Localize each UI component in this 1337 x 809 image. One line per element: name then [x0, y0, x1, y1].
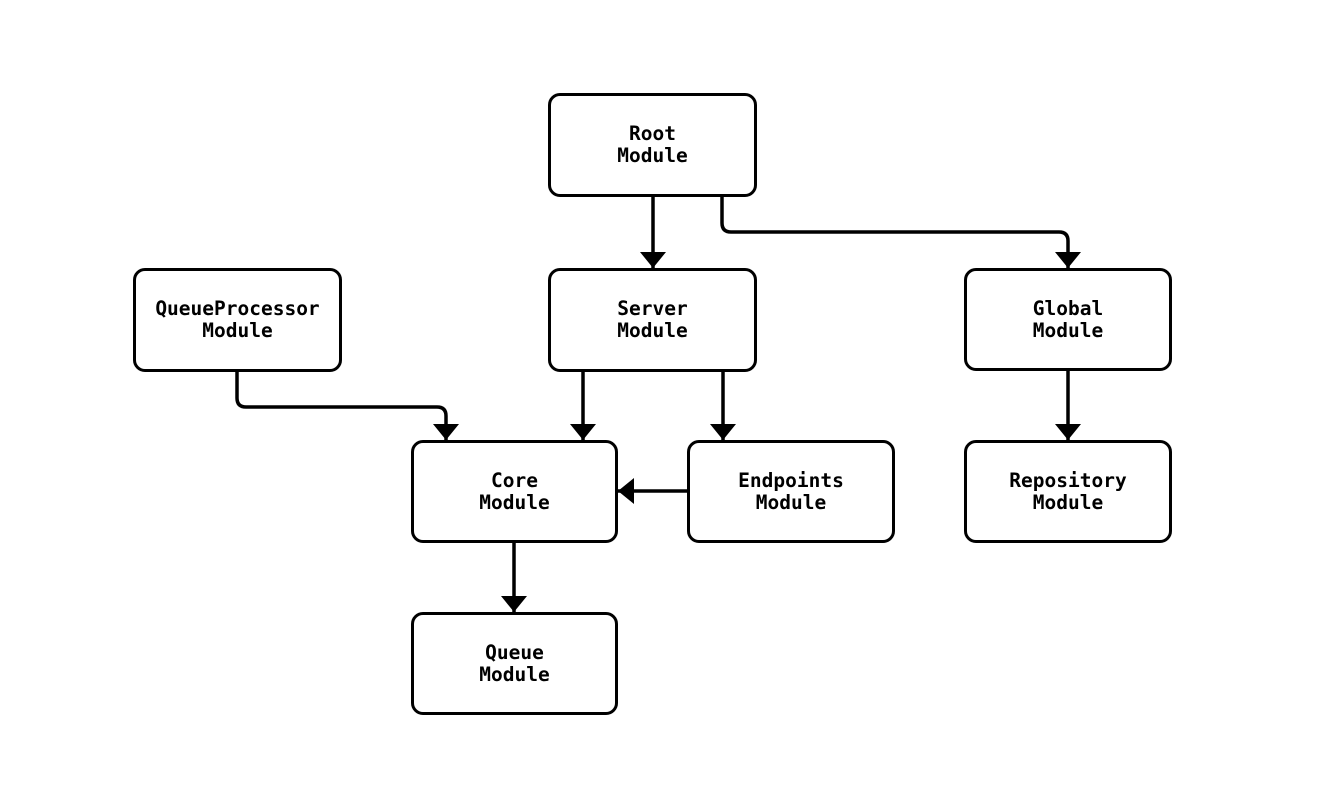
node-queueprocessor: QueueProcessor Module — [133, 268, 342, 372]
node-repository: Repository Module — [964, 440, 1172, 543]
edge-queueprocessor-to-core — [235, 372, 459, 440]
edges-group — [235, 197, 1081, 612]
node-label-root: Root Module — [617, 122, 688, 167]
node-label-core: Core Module — [479, 468, 550, 514]
node-root: Root Module — [548, 93, 757, 197]
node-server: Server Module — [548, 268, 757, 372]
node-label-global: Global Module — [1032, 296, 1104, 342]
node-label-queueprocessor: QueueProcessor Module — [155, 297, 320, 342]
node-queue: Queue Module — [411, 612, 618, 715]
node-label-repository: Repository Module — [1009, 468, 1127, 514]
node-label-server: Server Module — [617, 297, 688, 342]
node-label-endpoints: Endpoints Module — [738, 468, 844, 514]
node-core: Core Module — [411, 440, 618, 543]
node-global: Global Module — [964, 268, 1172, 371]
node-label-queue: Queue Module — [479, 640, 550, 686]
edge-root-to-global — [720, 197, 1081, 268]
node-endpoints: Endpoints Module — [687, 440, 895, 543]
